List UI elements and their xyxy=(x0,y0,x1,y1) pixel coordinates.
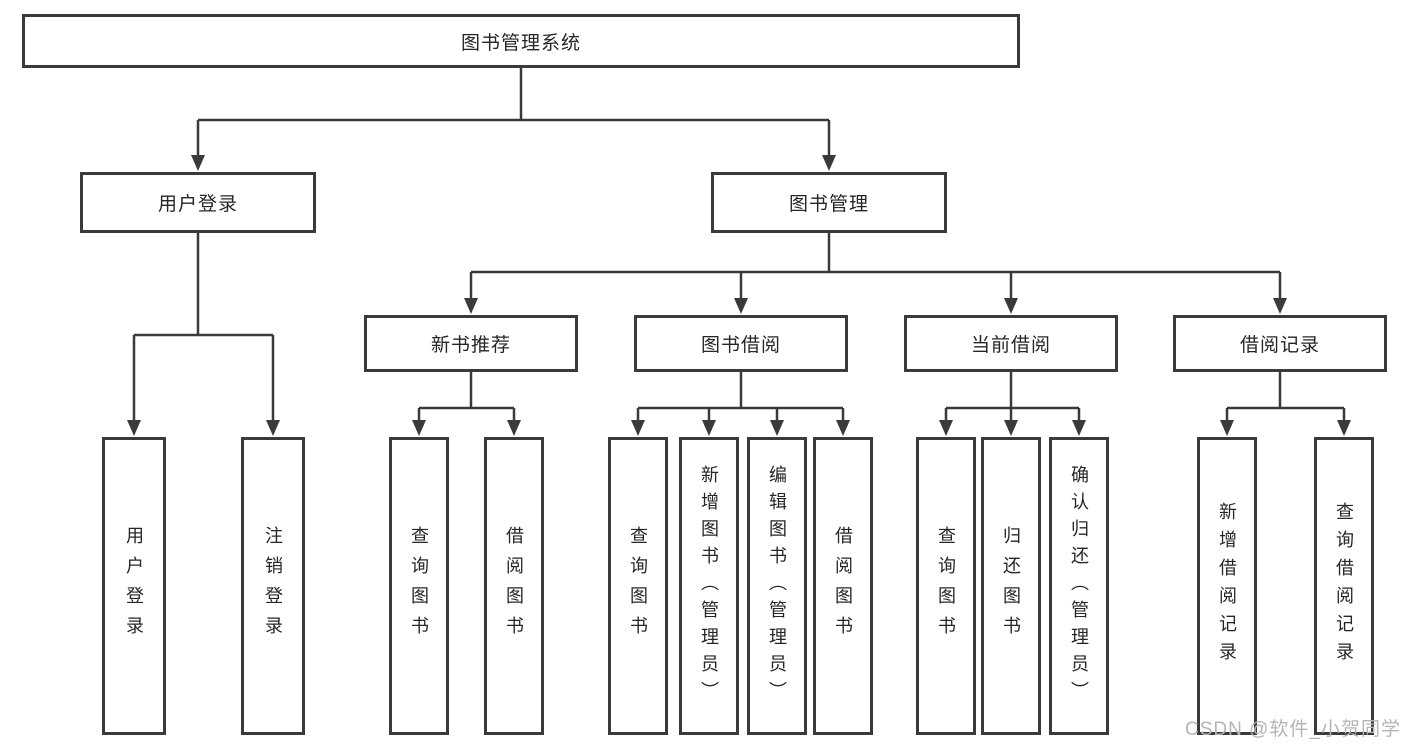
leaf-return-book: 归还图书 xyxy=(981,437,1041,735)
leaf-query-book-2: 查询图书 xyxy=(608,437,668,735)
node-label: 图书管理系统 xyxy=(460,32,581,54)
node-label: 新增图书（管理员） xyxy=(699,464,719,708)
node-label: 新书推荐 xyxy=(430,335,511,356)
leaf-add-book-admin: 新增图书（管理员） xyxy=(679,437,739,735)
node-label: 当前借阅 xyxy=(970,335,1051,356)
node-label: 归还图书 xyxy=(1001,526,1021,646)
leaf-logout: 注销登录 xyxy=(241,437,305,735)
node-new-book-recommend: 新书推荐 xyxy=(364,315,578,372)
node-label: 图书管理 xyxy=(788,194,869,215)
watermark: CSDN @软件_小贺同学 xyxy=(1185,719,1401,740)
node-label: 编辑图书（管理员） xyxy=(767,464,787,708)
leaf-borrow-book-1: 借阅图书 xyxy=(484,437,544,735)
node-label: 用户登录 xyxy=(157,194,238,215)
node-label: 查询借阅记录 xyxy=(1334,502,1354,670)
node-book-management: 图书管理 xyxy=(711,172,947,233)
node-root: 图书管理系统 xyxy=(22,14,1020,68)
node-label: 借阅记录 xyxy=(1239,335,1320,356)
leaf-edit-book-admin: 编辑图书（管理员） xyxy=(747,437,807,735)
node-label: 借阅图书 xyxy=(833,526,853,646)
node-borrow-records: 借阅记录 xyxy=(1173,315,1387,372)
node-label: 查询图书 xyxy=(628,526,648,646)
node-label: 确认归还（管理员） xyxy=(1069,464,1089,708)
leaf-borrow-book-2: 借阅图书 xyxy=(813,437,873,735)
node-label: 注销登录 xyxy=(263,526,283,646)
leaf-user-login: 用户登录 xyxy=(102,437,166,735)
node-book-borrow: 图书借阅 xyxy=(634,315,848,372)
node-user-login: 用户登录 xyxy=(80,172,316,233)
node-label: 借阅图书 xyxy=(504,526,524,646)
node-label: 新增借阅记录 xyxy=(1217,502,1237,670)
node-label: 查询图书 xyxy=(936,526,956,646)
node-current-borrow: 当前借阅 xyxy=(904,315,1118,372)
node-label: 用户登录 xyxy=(124,526,144,646)
leaf-query-book-3: 查询图书 xyxy=(916,437,976,735)
leaf-query-book-1: 查询图书 xyxy=(389,437,449,735)
leaf-add-borrow-record: 新增借阅记录 xyxy=(1197,437,1257,735)
node-label: 图书借阅 xyxy=(700,335,781,356)
node-label: 查询图书 xyxy=(409,526,429,646)
arrowheads xyxy=(127,155,1351,436)
leaf-query-borrow-record: 查询借阅记录 xyxy=(1314,437,1374,735)
leaf-confirm-return-admin: 确认归还（管理员） xyxy=(1049,437,1109,735)
